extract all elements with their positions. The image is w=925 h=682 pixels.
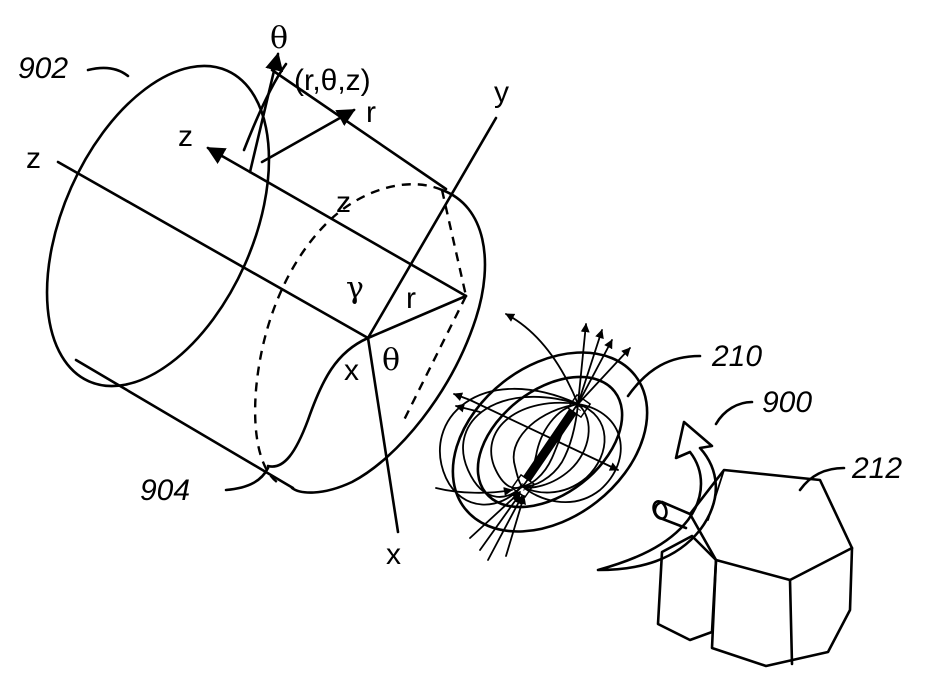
ref-904: 904 — [140, 474, 190, 507]
ref-210: 210 — [711, 340, 762, 373]
r-arrow — [262, 110, 354, 162]
z-axis-line — [58, 162, 368, 338]
cylinder-back-ellipse — [2, 32, 314, 420]
cylinder — [2, 32, 496, 532]
motor-edge — [716, 560, 790, 580]
ring-magnet — [418, 314, 682, 568]
label-theta-inner: θ — [382, 343, 400, 378]
motor — [651, 470, 852, 666]
motor-edge — [790, 580, 792, 664]
radius-line — [368, 296, 466, 338]
label-gamma: γ — [346, 271, 364, 306]
label-z-axis: z — [26, 142, 41, 175]
ref-900: 900 — [762, 386, 812, 419]
z-arrow — [208, 148, 250, 172]
ref-902: 902 — [18, 52, 68, 85]
leader-904 — [226, 468, 268, 490]
label-z-inner: z — [336, 186, 351, 219]
label-r-arrow: r — [366, 96, 376, 129]
label-x-axis: x — [386, 538, 401, 571]
motor-face — [658, 536, 716, 640]
label-z-arrow: z — [178, 120, 193, 153]
label-theta-top: θ — [270, 21, 288, 56]
label-y-axis: y — [494, 76, 509, 109]
motor-edge — [790, 548, 852, 580]
field-line — [522, 404, 605, 493]
dashed-vertical — [442, 190, 466, 296]
field-arrow — [454, 394, 470, 400]
field-in-south — [436, 488, 512, 493]
y-axis-line — [368, 118, 496, 338]
ref-212: 212 — [851, 452, 902, 485]
leader-902 — [88, 68, 128, 76]
label-r-inner: r — [406, 282, 416, 315]
leader-900 — [716, 402, 752, 424]
label-x-inner: x — [344, 354, 359, 387]
cylinder-bottom-line — [76, 360, 293, 488]
leader-210 — [628, 356, 700, 396]
label-coordinate-tuple: (r,θ,z) — [294, 64, 371, 97]
